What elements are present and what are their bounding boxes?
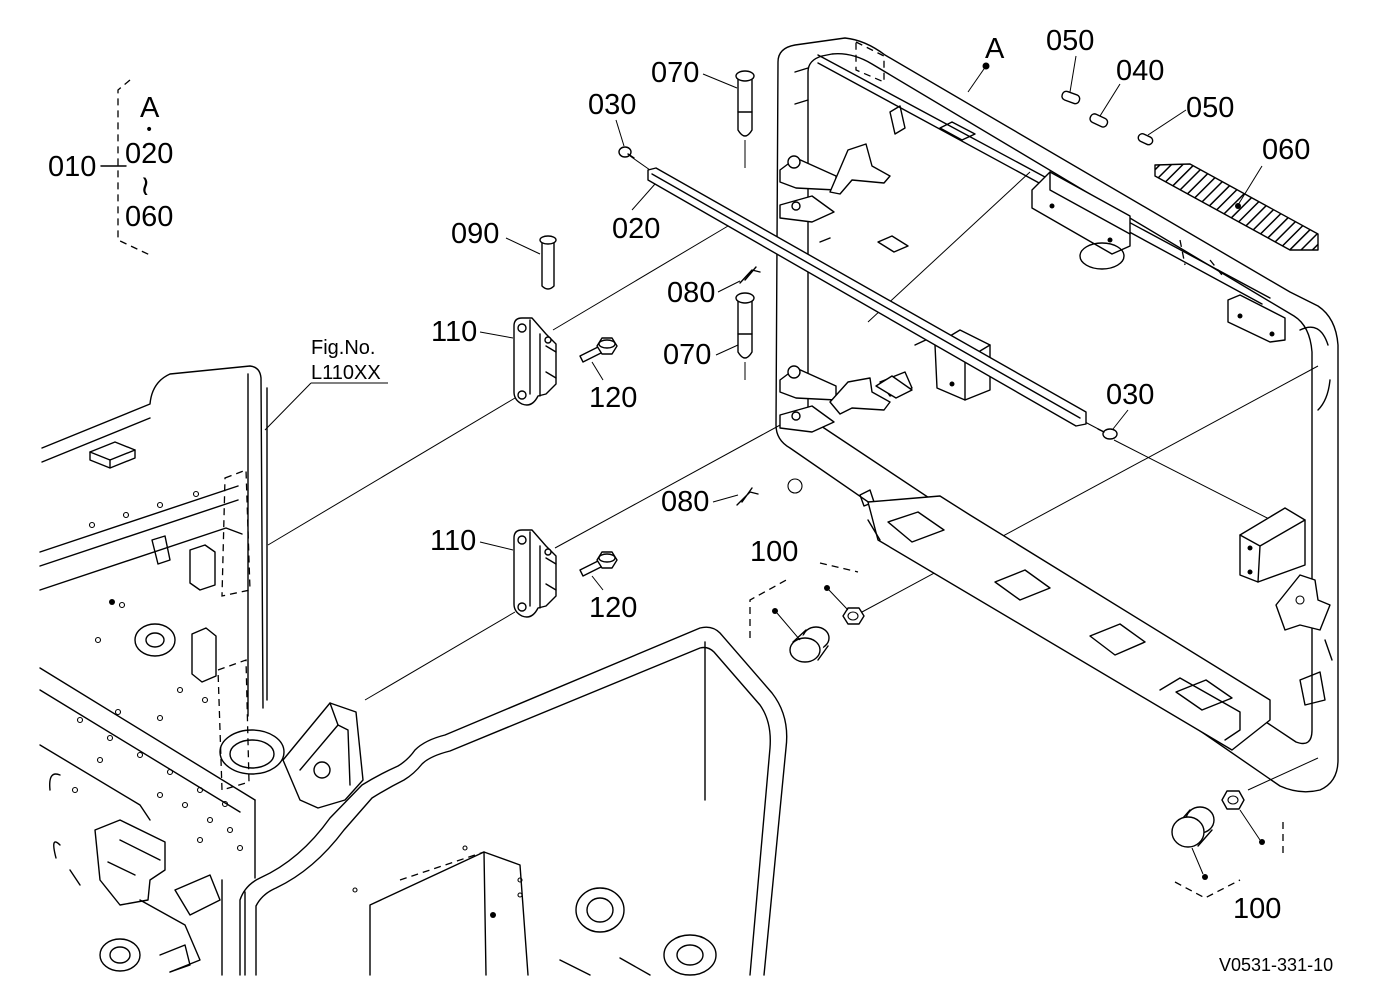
bolt-120-lower xyxy=(579,551,618,577)
clip-080-upper xyxy=(739,266,761,284)
callout-080-upper: 080 xyxy=(667,277,715,309)
screw-030-top xyxy=(618,146,635,159)
cab-frame xyxy=(39,365,285,976)
callout-030-right: 030 xyxy=(1106,379,1154,411)
frame-hinge-bracket xyxy=(282,702,364,809)
callout-070-top: 070 xyxy=(651,57,699,89)
set-item-a: A xyxy=(140,92,160,124)
pin-070-middle xyxy=(735,292,755,359)
bracket-100-bottom xyxy=(1174,822,1284,899)
hinge-110-lower xyxy=(513,529,557,618)
rail-020 xyxy=(647,167,1087,427)
pin-090 xyxy=(539,235,557,290)
callout-110-lower: 110 xyxy=(430,525,476,557)
callout-a-top: A xyxy=(985,33,1005,65)
callout-110-upper: 110 xyxy=(431,316,477,348)
callout-050-top: 050 xyxy=(1046,25,1094,57)
bolt-120-upper xyxy=(579,337,618,363)
set-item-020: 020 xyxy=(125,138,173,170)
door-panel xyxy=(775,37,1339,793)
screw-030-right xyxy=(1097,428,1118,440)
callout-030-top: 030 xyxy=(588,89,636,121)
rivet-holes xyxy=(71,490,244,852)
figure-ref-label: Fig.No. xyxy=(311,337,375,359)
panel-hinge-upper xyxy=(779,143,891,223)
set-item-060: 060 xyxy=(125,201,173,233)
panel-hinge-lower xyxy=(779,365,913,433)
bracket-100-middle xyxy=(749,562,859,638)
callout-060-right: 060 xyxy=(1262,134,1310,166)
grommet-040 xyxy=(1089,113,1109,128)
lower-cover xyxy=(239,626,788,976)
drawing-number: V0531-331-10 xyxy=(1219,955,1333,975)
set-range-symbol: ≀ xyxy=(140,169,151,202)
leader-lines xyxy=(264,55,1263,591)
callout-020: 020 xyxy=(612,213,660,245)
callout-120-lower: 120 xyxy=(589,592,637,624)
stopper-100-middle xyxy=(772,585,865,663)
stopper-100-bottom xyxy=(1171,790,1265,880)
callout-100-bottom: 100 xyxy=(1233,893,1281,925)
set-item-dot: • xyxy=(145,122,153,138)
assembly-set-bracket: 010 A • 020 ≀ 060 xyxy=(48,79,173,257)
cap-050-top xyxy=(1061,90,1081,105)
callout-100-middle: 100 xyxy=(750,536,798,568)
callouts: 070 030 020 090 080 070 110 120 110 120 … xyxy=(430,25,1310,925)
clip-080-lower xyxy=(736,487,759,506)
callout-050-right: 050 xyxy=(1186,92,1234,124)
cap-050-right xyxy=(1137,133,1154,146)
callout-040: 040 xyxy=(1116,55,1164,87)
hinge-110-upper xyxy=(513,317,557,406)
figure-ref-number: L110XX xyxy=(311,362,381,384)
callout-080-lower: 080 xyxy=(661,486,709,518)
callout-070-middle: 070 xyxy=(663,339,711,371)
pin-070-top xyxy=(735,70,755,137)
set-number-label: 010 xyxy=(48,151,96,183)
callout-120-upper: 120 xyxy=(589,382,637,414)
callout-090: 090 xyxy=(451,218,499,250)
